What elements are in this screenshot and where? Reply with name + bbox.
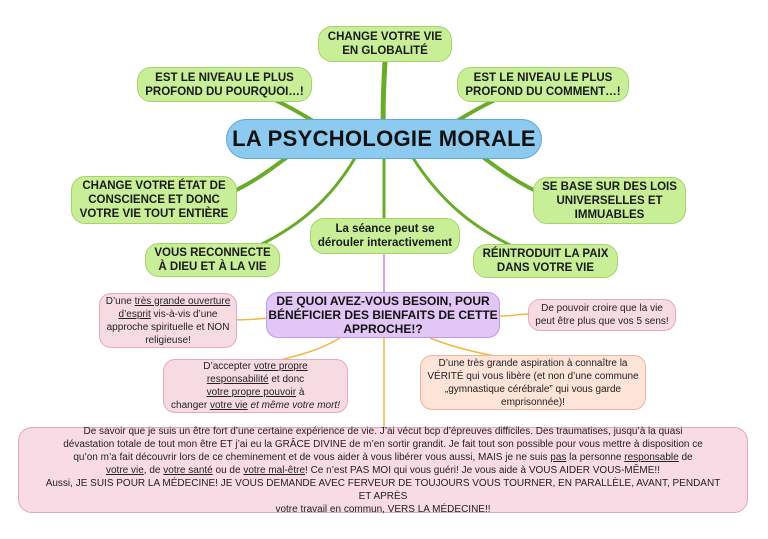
need-croire: De pouvoir croire que la vie peut être p… xyxy=(528,299,676,331)
node-globalite-line1: CHANGE VOTRE VIE xyxy=(327,31,443,43)
node-paix-line2: DANS VOTRE VIE xyxy=(496,262,595,274)
need-resp-i1: et même votre mort! xyxy=(247,400,340,411)
need-resp-u1: votre propre xyxy=(253,361,308,372)
need-ouverture-t2: vis-à-vis d’une xyxy=(150,308,218,320)
story-p1l1: De savoir que je suis un être fort d’une… xyxy=(83,425,683,437)
need-croire-l1: De pouvoir croire que la vie xyxy=(541,303,663,314)
node-pourquoi-line2: PROFOND DU POURQUOI…! xyxy=(145,85,304,98)
need-croire-l2: peut être plus que vos 5 sens! xyxy=(535,316,669,327)
story-p1l4a: , de xyxy=(143,464,164,476)
node-comment: EST LE NIVEAU LE PLUS PROFOND DU COMMENT… xyxy=(457,67,629,102)
need-verite-l4: emprisonnée)! xyxy=(501,396,565,408)
need-resp-t4: changer xyxy=(171,400,210,411)
branch-paix xyxy=(411,156,512,247)
node-lois-line1: SE BASE SUR DES LOIS xyxy=(542,180,677,193)
need-resp-t1: D’accepter xyxy=(203,361,254,372)
story-p1l3a: qu’on m’a fait découvrir lors de ce chem… xyxy=(73,451,551,463)
story-p1l4u1: votre vie xyxy=(106,464,144,476)
need-responsabilite: D’accepter votre propre responsabilité e… xyxy=(163,359,348,413)
node-paix-line1: RÉINTRODUIT LA PAIX xyxy=(482,248,609,260)
story-p1l4b: ou de xyxy=(212,464,244,476)
node-paix: RÉINTRODUIT LA PAIX DANS VOTRE VIE xyxy=(473,244,618,278)
story-box: De savoir que je suis un être fort d’une… xyxy=(18,425,748,515)
node-etat-line3: VOTRE VIE TOUT ENTIÈRE xyxy=(79,208,229,220)
branch-dieu xyxy=(258,156,357,247)
node-lois-line3: IMMUABLES xyxy=(574,208,645,221)
node-dieu-line2: À DIEU ET À LA VIE xyxy=(158,261,267,273)
node-pourquoi-line1: EST LE NIVEAU LE PLUS xyxy=(155,71,294,84)
node-seance: La séance peut se dérouler interactiveme… xyxy=(310,218,460,254)
node-globalite-line2: EN GLOBALITÉ xyxy=(342,45,428,57)
node-etat-line2: CONSCIENCE ET DONC xyxy=(88,194,220,206)
node-dieu-line1: VOUS RECONNECTE xyxy=(154,247,271,259)
story-p1l2: dévastation totale de tout mon être ET j… xyxy=(63,438,703,450)
node-globalite: CHANGE VOTRE VIE EN GLOBALITÉ xyxy=(318,26,452,62)
node-pourquoi: EST LE NIVEAU LE PLUS PROFOND DU POURQUO… xyxy=(137,67,312,102)
need-ouverture-t3: approche spirituelle et NON xyxy=(106,321,230,333)
story-p2l2: votre travail en commun, VERS LA MÉDECIN… xyxy=(275,503,491,515)
story-p1l4u2: votre santé xyxy=(163,464,213,476)
need-ouverture-t1: D’une xyxy=(105,295,135,307)
story-p1l3u1: pas xyxy=(550,451,567,463)
story-p1l4u3: votre mal-être xyxy=(243,464,306,476)
need-resp-t3: à xyxy=(296,387,305,398)
node-seance-line2: dérouler interactivement xyxy=(317,237,453,249)
need-verite: D’une très grande aspiration à connaître… xyxy=(420,355,646,410)
need-resp-t2: et donc xyxy=(268,374,305,385)
central-topic-label: LA PSYCHOLOGIE MORALE xyxy=(232,126,536,151)
need-verite-l3: „gymnastique cérébrale” qui vous garde xyxy=(444,383,622,395)
node-comment-line2: PROFOND DU COMMENT…! xyxy=(465,85,621,98)
need-resp-u4: votre vie xyxy=(209,400,248,411)
need-ouverture-t4: religieuse! xyxy=(145,334,191,346)
story-p1l4c: ! Ce n’est PAS MOI qui vous guéri! Je vo… xyxy=(305,464,660,476)
need-resp-u3: votre propre pouvoir xyxy=(206,387,297,398)
node-seance-line1: La séance peut se xyxy=(335,223,435,235)
need-verite-l1: D’une très grande aspiration à connaître… xyxy=(438,357,628,369)
story-p1l3b: la personne xyxy=(566,451,625,463)
node-lois-line2: UNIVERSELLES ET xyxy=(556,194,663,207)
need-verite-l2: VÉRITÉ qui vous libère (et non d’une com… xyxy=(427,370,639,382)
question-node: DE QUOI AVEZ-VOUS BESOIN, POUR BÉNÉFICIE… xyxy=(266,292,500,338)
need-ouverture-u2: d’esprit xyxy=(118,308,151,320)
story-p1l3c: de xyxy=(678,451,693,463)
node-etat-line1: CHANGE VOTRE ÉTAT DE xyxy=(82,180,226,192)
node-etat: CHANGE VOTRE ÉTAT DE CONSCIENCE ET DONC … xyxy=(71,176,237,224)
node-comment-line1: EST LE NIVEAU LE PLUS xyxy=(473,71,613,84)
story-p2l1: Aussi, JE SUIS POUR LA MÉDECINE! JE VOUS… xyxy=(45,477,721,502)
need-ouverture: D’une très grande ouverture d’esprit vis… xyxy=(99,293,237,348)
question-line2: BÉNÉFICIER DES BIENFAITS DE CETTE xyxy=(268,308,498,322)
link-responsabilite xyxy=(279,337,341,361)
link-croire xyxy=(499,313,529,317)
node-lois: SE BASE SUR DES LOIS UNIVERSELLES ET IMM… xyxy=(533,177,686,224)
need-ouverture-u1: très grande ouverture xyxy=(134,295,231,307)
central-topic: LA PSYCHOLOGIE MORALE xyxy=(226,119,542,159)
need-resp-u2: responsabilité xyxy=(206,374,269,385)
question-line3: APPROCHE!? xyxy=(343,322,423,336)
node-dieu: VOUS RECONNECTE À DIEU ET À LA VIE xyxy=(145,243,280,277)
question-line1: DE QUOI AVEZ-VOUS BESOIN, POUR xyxy=(276,294,490,308)
story-p1l3u2: responsable xyxy=(624,451,679,463)
